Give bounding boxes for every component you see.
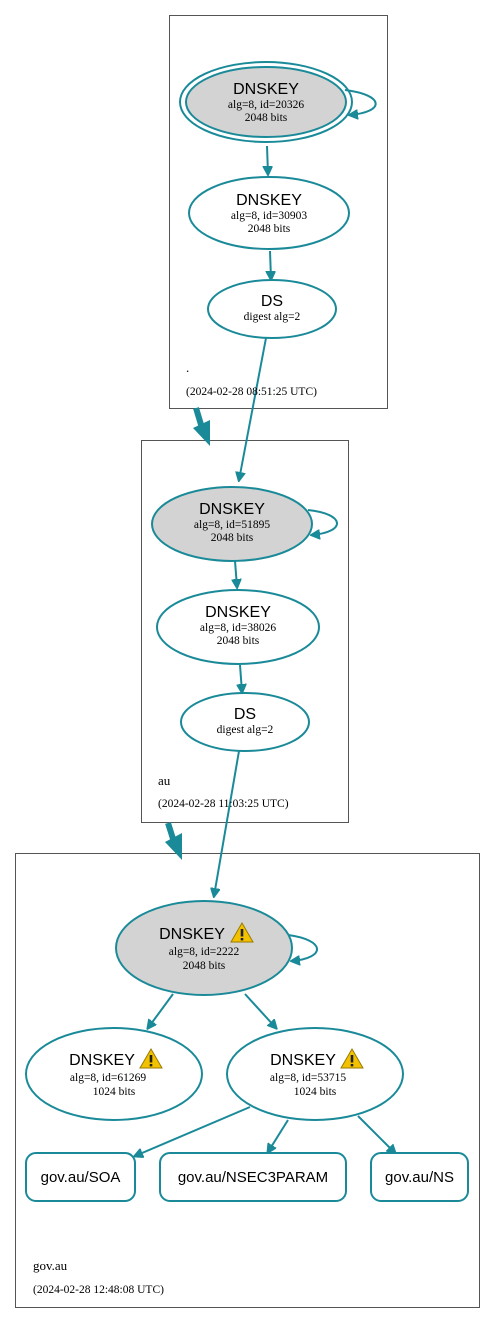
node-title: DNSKEY xyxy=(69,1052,135,1069)
record-nsec3param[interactable]: gov.au/NSEC3PARAM xyxy=(159,1152,347,1202)
node-title: DS xyxy=(234,706,256,723)
edge-root-ds-au-ksk xyxy=(239,337,267,480)
gov-zsk1-node[interactable]: DNSKEY alg=8, id=61269 1024 bits xyxy=(25,1027,203,1121)
node-title: DNSKEY xyxy=(270,1052,336,1069)
gov-ksk-node[interactable]: DNSKEY alg=8, id=2222 2048 bits xyxy=(115,900,293,996)
node-key-size: 2048 bits xyxy=(248,223,291,235)
record-label: gov.au/NSEC3PARAM xyxy=(178,1169,328,1186)
edge-root-ksk-zsk xyxy=(267,145,268,174)
edge-gov-ksk-self xyxy=(287,934,318,961)
delegation-arrow-root-au xyxy=(193,407,210,446)
node-key-size: 2048 bits xyxy=(245,112,288,124)
node-key-info: alg=8, id=38026 xyxy=(200,622,276,634)
record-label: gov.au/SOA xyxy=(41,1169,121,1186)
node-key-size: 1024 bits xyxy=(93,1086,136,1098)
node-title: DNSKEY xyxy=(199,501,265,518)
edge-gov-ksk-zsk2 xyxy=(244,993,276,1028)
au-ksk-node[interactable]: DNSKEY alg=8, id=51895 2048 bits xyxy=(151,486,313,562)
au-ds-node[interactable]: DS digest alg=2 xyxy=(180,692,310,752)
edge-au-ksk-self xyxy=(307,509,338,535)
node-key-info: alg=8, id=30903 xyxy=(231,210,307,222)
edge-au-zsk-ds xyxy=(240,664,242,692)
node-title: DNSKEY xyxy=(205,604,271,621)
zone-timestamp: (2024-02-28 12:48:08 UTC) xyxy=(33,1284,164,1296)
zone-root-box xyxy=(169,15,388,409)
node-title: DS xyxy=(261,293,283,310)
record-soa[interactable]: gov.au/SOA xyxy=(25,1152,136,1202)
edge-zsk2-soa xyxy=(135,1106,251,1156)
node-title: DNSKEY xyxy=(233,81,299,98)
zone-au-box xyxy=(141,440,349,823)
zone-timestamp: (2024-02-28 08:51:25 UTC) xyxy=(186,386,317,398)
node-digest-info: digest alg=2 xyxy=(244,311,301,323)
edge-root-ksk-self xyxy=(344,89,377,115)
edge-zsk2-ns xyxy=(357,1115,395,1153)
edge-au-ksk-zsk xyxy=(235,560,237,587)
edge-au-ds-gov-ksk xyxy=(214,750,240,896)
edge-zsk2-nsec3param xyxy=(268,1119,289,1152)
zone-timestamp: (2024-02-28 11:03:25 UTC) xyxy=(158,798,289,810)
node-key-info: alg=8, id=61269 xyxy=(70,1072,146,1084)
edge-root-zsk-ds xyxy=(270,250,271,279)
zone-gov-au-box xyxy=(15,853,480,1308)
delegation-arrow-au-gov xyxy=(165,822,182,860)
node-title: DNSKEY xyxy=(159,926,225,943)
node-key-size: 2048 bits xyxy=(217,635,260,647)
node-key-size: 2048 bits xyxy=(211,532,254,544)
zone-name: . xyxy=(186,360,189,375)
root-ds-node[interactable]: DS digest alg=2 xyxy=(207,279,337,339)
node-key-info: alg=8, id=20326 xyxy=(228,99,304,111)
root-ksk-node[interactable]: DNSKEY alg=8, id=20326 2048 bits xyxy=(179,61,353,143)
node-key-info: alg=8, id=2222 xyxy=(169,946,240,958)
gov-zsk2-node[interactable]: DNSKEY alg=8, id=53715 1024 bits xyxy=(226,1027,404,1121)
node-key-info: alg=8, id=51895 xyxy=(194,519,270,531)
au-zsk-node[interactable]: DNSKEY alg=8, id=38026 2048 bits xyxy=(156,589,320,665)
node-key-size: 2048 bits xyxy=(183,960,226,972)
node-digest-info: digest alg=2 xyxy=(217,724,274,736)
edge-gov-ksk-zsk1 xyxy=(148,993,174,1028)
node-key-info: alg=8, id=53715 xyxy=(270,1072,346,1084)
record-ns[interactable]: gov.au/NS xyxy=(370,1152,469,1202)
node-title: DNSKEY xyxy=(236,192,302,209)
root-zsk-node[interactable]: DNSKEY alg=8, id=30903 2048 bits xyxy=(188,176,350,250)
zone-name: gov.au xyxy=(33,1258,68,1273)
zone-name: au xyxy=(158,773,171,788)
record-label: gov.au/NS xyxy=(385,1169,454,1186)
node-key-size: 1024 bits xyxy=(294,1086,337,1098)
